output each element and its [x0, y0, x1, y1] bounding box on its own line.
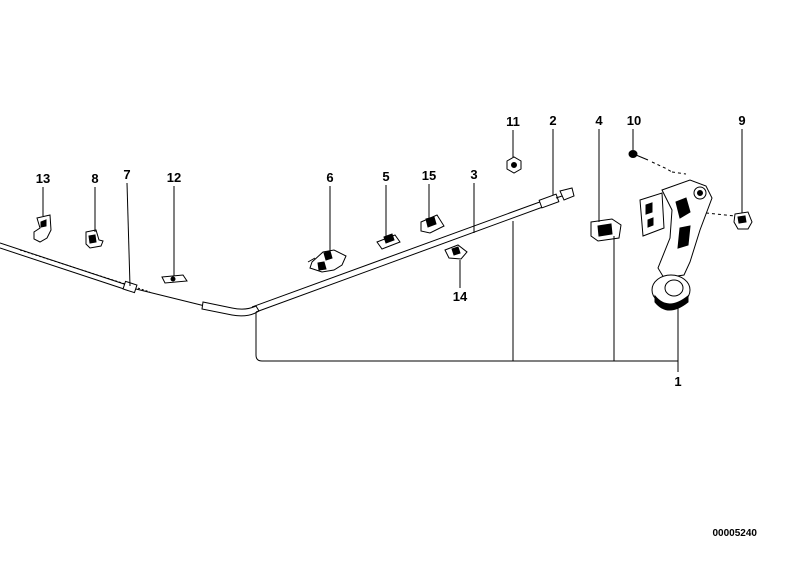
part-10-screw	[628, 150, 687, 175]
callout-1: 1	[674, 374, 681, 389]
callout-6: 6	[326, 170, 333, 185]
callout-4: 4	[595, 113, 603, 128]
callout-5: 5	[382, 169, 389, 184]
part-13-bracket	[33, 214, 52, 243]
leader-lines	[42, 129, 743, 372]
part-12-clip	[161, 274, 188, 284]
callout-12: 12	[167, 170, 181, 185]
callout-9: 9	[738, 113, 745, 128]
callout-10: 10	[627, 113, 641, 128]
part-1-assembly	[639, 179, 736, 311]
callout-3: 3	[470, 167, 477, 182]
callout-8: 8	[91, 171, 98, 186]
callout-11: 11	[506, 114, 520, 129]
part-8-clip	[85, 229, 104, 249]
part-4-clamp	[590, 218, 622, 242]
part-14-clip	[444, 244, 468, 260]
callout-7: 7	[123, 167, 130, 182]
callout-15: 15	[422, 168, 436, 183]
part-11-nut	[506, 156, 522, 174]
part-9-clip	[733, 211, 753, 230]
callout-2: 2	[549, 113, 556, 128]
cable-assembly	[0, 187, 575, 317]
document-code: 00005240	[713, 528, 758, 539]
part-6-holder	[307, 249, 347, 273]
callout-labels: 13 8 7 12 6 5 15 3 11 2 4 10 9 14 1	[36, 113, 746, 389]
part-15-holder	[420, 214, 445, 234]
part-5-holder	[376, 233, 401, 250]
callout-13: 13	[36, 171, 50, 186]
callout-14: 14	[453, 289, 468, 304]
